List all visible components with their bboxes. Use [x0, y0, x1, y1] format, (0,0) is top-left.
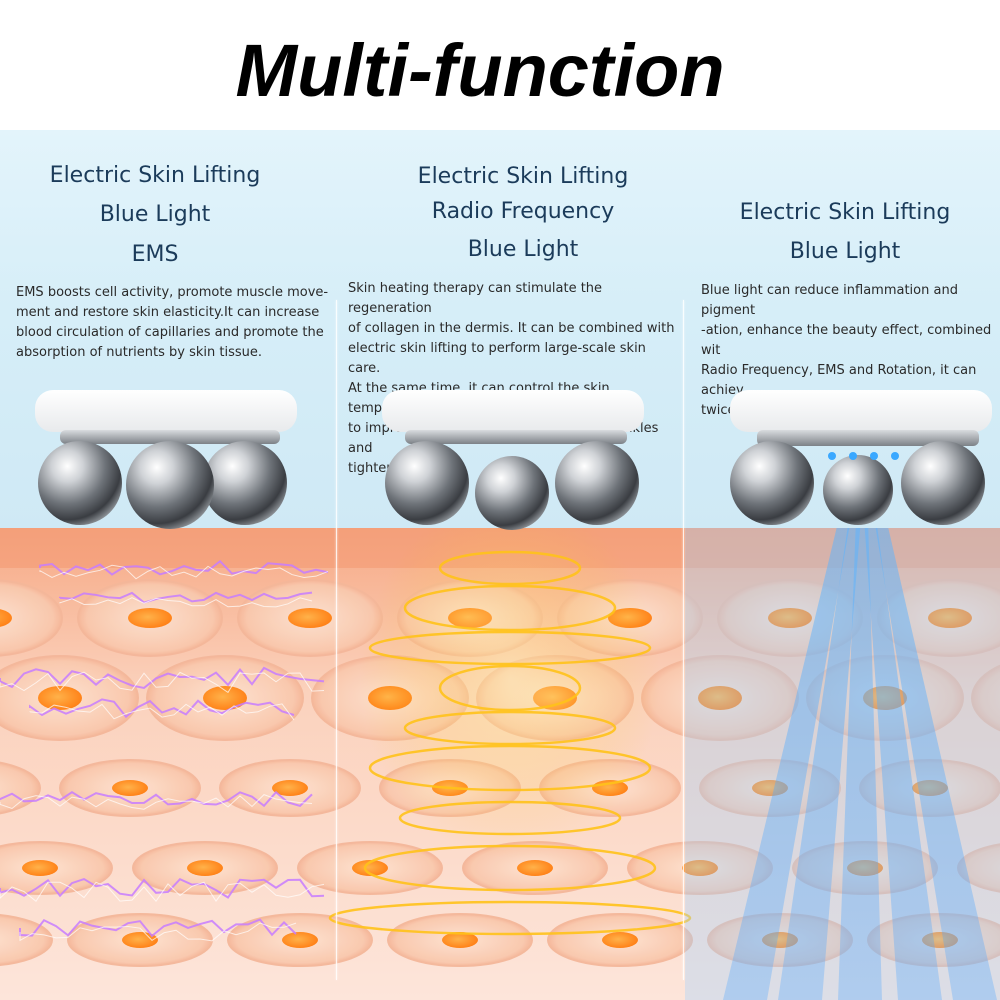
electric-arc — [0, 671, 325, 694]
blue-light-roller-device — [730, 390, 992, 525]
feature-label: Electric Skin Lifting — [739, 200, 951, 225]
blue-light-beam — [875, 528, 997, 1000]
rf-ring — [363, 844, 657, 892]
blue-led-icon — [870, 452, 878, 460]
rf-ring — [368, 630, 652, 666]
electric-arc — [0, 666, 325, 690]
blue-light-beam — [723, 528, 850, 1000]
rf-glow — [360, 528, 660, 858]
electric-arc-effect — [0, 559, 329, 942]
feature-description: Blue light can reduce inflammation and p… — [701, 283, 992, 418]
radio-frequency-ring-effect — [328, 528, 692, 936]
rf-ring — [398, 800, 622, 836]
feature-label: Blue Light — [789, 239, 901, 264]
skin-cell — [297, 841, 443, 895]
electric-arc — [29, 698, 295, 719]
roller-devices — [35, 390, 992, 530]
feature-label: EMS — [131, 242, 179, 267]
blue-light-beam-effect — [723, 528, 997, 1000]
electric-arc — [19, 918, 297, 938]
ems-roller-device — [35, 390, 297, 529]
blue-led-icon — [891, 452, 899, 460]
blue-light-beam — [778, 528, 861, 1000]
electric-arc — [39, 559, 329, 576]
blue-led-icon — [849, 452, 857, 460]
electric-arc — [59, 597, 313, 608]
rf-ring — [403, 710, 617, 746]
electric-arc — [39, 564, 329, 580]
skin-cell — [971, 664, 1000, 732]
electric-arc — [0, 877, 325, 899]
skin-cell — [387, 913, 533, 967]
skin-cell — [219, 759, 361, 817]
skin-cells-illustration — [0, 528, 1000, 1000]
feature-description: EMS boosts cell activity, promote muscle… — [16, 285, 329, 360]
skin-cell — [77, 579, 223, 657]
skin-cell — [59, 759, 201, 817]
electric-arc — [0, 794, 313, 810]
skin-cell — [227, 913, 373, 967]
feature-label: Blue Light — [99, 202, 211, 227]
skin-cell — [0, 579, 63, 657]
column-divider — [336, 300, 337, 980]
feature-label: Blue Light — [467, 237, 579, 262]
blue-tint-overlay — [685, 528, 1000, 1000]
rf-ring — [438, 550, 582, 586]
electric-arc — [29, 703, 295, 721]
blue-light-beam — [864, 528, 942, 1000]
skin-cell — [0, 841, 113, 895]
electric-arc — [0, 881, 325, 903]
page-title: Multi-function — [235, 29, 725, 112]
rf-ring — [368, 744, 652, 792]
skin-cell — [146, 655, 304, 741]
blue-light-beam — [838, 528, 882, 1000]
blue-led-icon — [828, 452, 836, 460]
rf-ring — [403, 584, 617, 632]
column-divider — [683, 300, 684, 980]
rf-ring — [328, 900, 692, 936]
skin-cell — [627, 841, 773, 895]
skin-cell — [132, 841, 278, 895]
electric-arc — [19, 922, 297, 942]
feature-label: Electric Skin Lifting — [417, 164, 629, 189]
feature-label: Electric Skin Lifting — [49, 163, 261, 188]
skin-cell — [547, 913, 693, 967]
feature-label: Radio Frequency — [431, 199, 615, 224]
skin-cell — [0, 655, 139, 741]
electric-arc — [59, 591, 313, 604]
radio-frequency-roller-device — [382, 390, 644, 530]
skin-cell — [237, 579, 383, 657]
rf-ring — [438, 664, 582, 712]
